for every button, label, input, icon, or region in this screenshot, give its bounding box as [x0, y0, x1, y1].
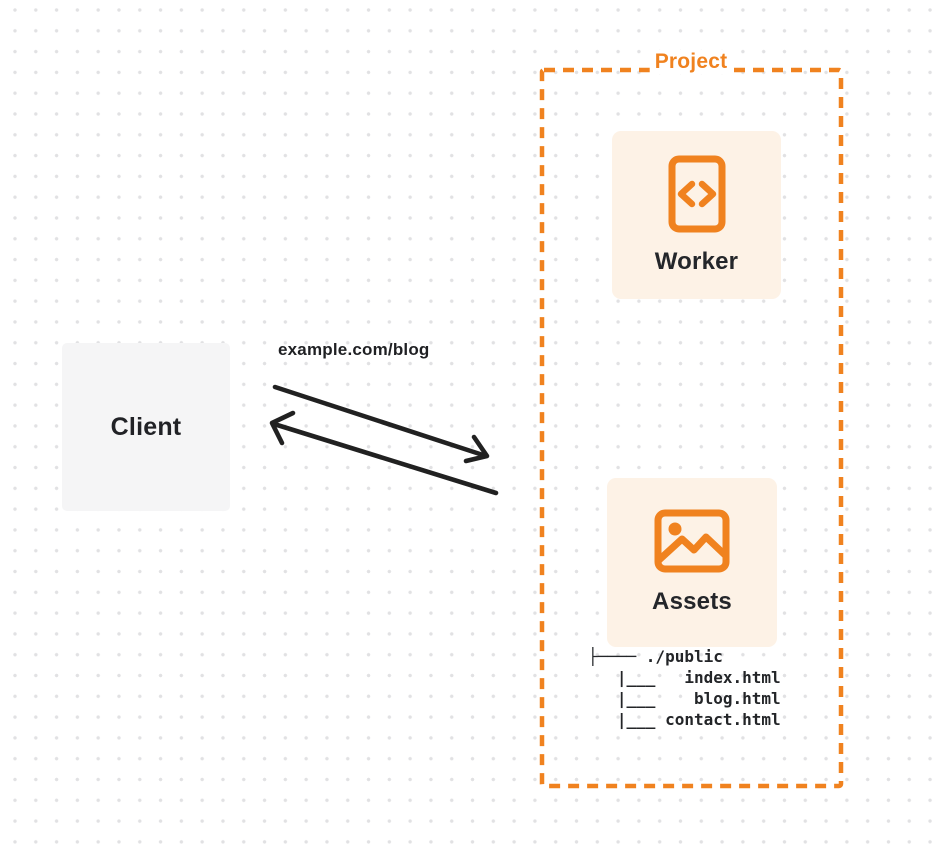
worker-node: Worker [612, 131, 781, 299]
code-document-icon [668, 155, 725, 232]
file-tree: ├──── ./public |___ index.html |___ blog… [588, 646, 781, 730]
response-arrow-line [271, 421, 499, 496]
request-arrowhead-icon [463, 434, 490, 464]
response-arrowhead-icon [269, 410, 296, 446]
file-tree-root: ├──── ./public [588, 647, 723, 666]
client-label: Client [110, 412, 182, 441]
client-node: Client [62, 343, 230, 511]
file-tree-item: |___ index.html [588, 668, 781, 687]
request-url-label: example.com/blog [278, 340, 430, 359]
project-dashed-border [539, 67, 844, 789]
project-label: Project [649, 50, 733, 74]
worker-label: Worker [654, 247, 739, 275]
assets-node: Assets [607, 478, 777, 647]
request-arrow-line [272, 384, 489, 459]
file-tree-item: |___ blog.html [588, 689, 781, 708]
assets-label: Assets [652, 588, 732, 615]
file-tree-item: |___ contact.html [588, 710, 781, 729]
image-icon [654, 509, 730, 573]
